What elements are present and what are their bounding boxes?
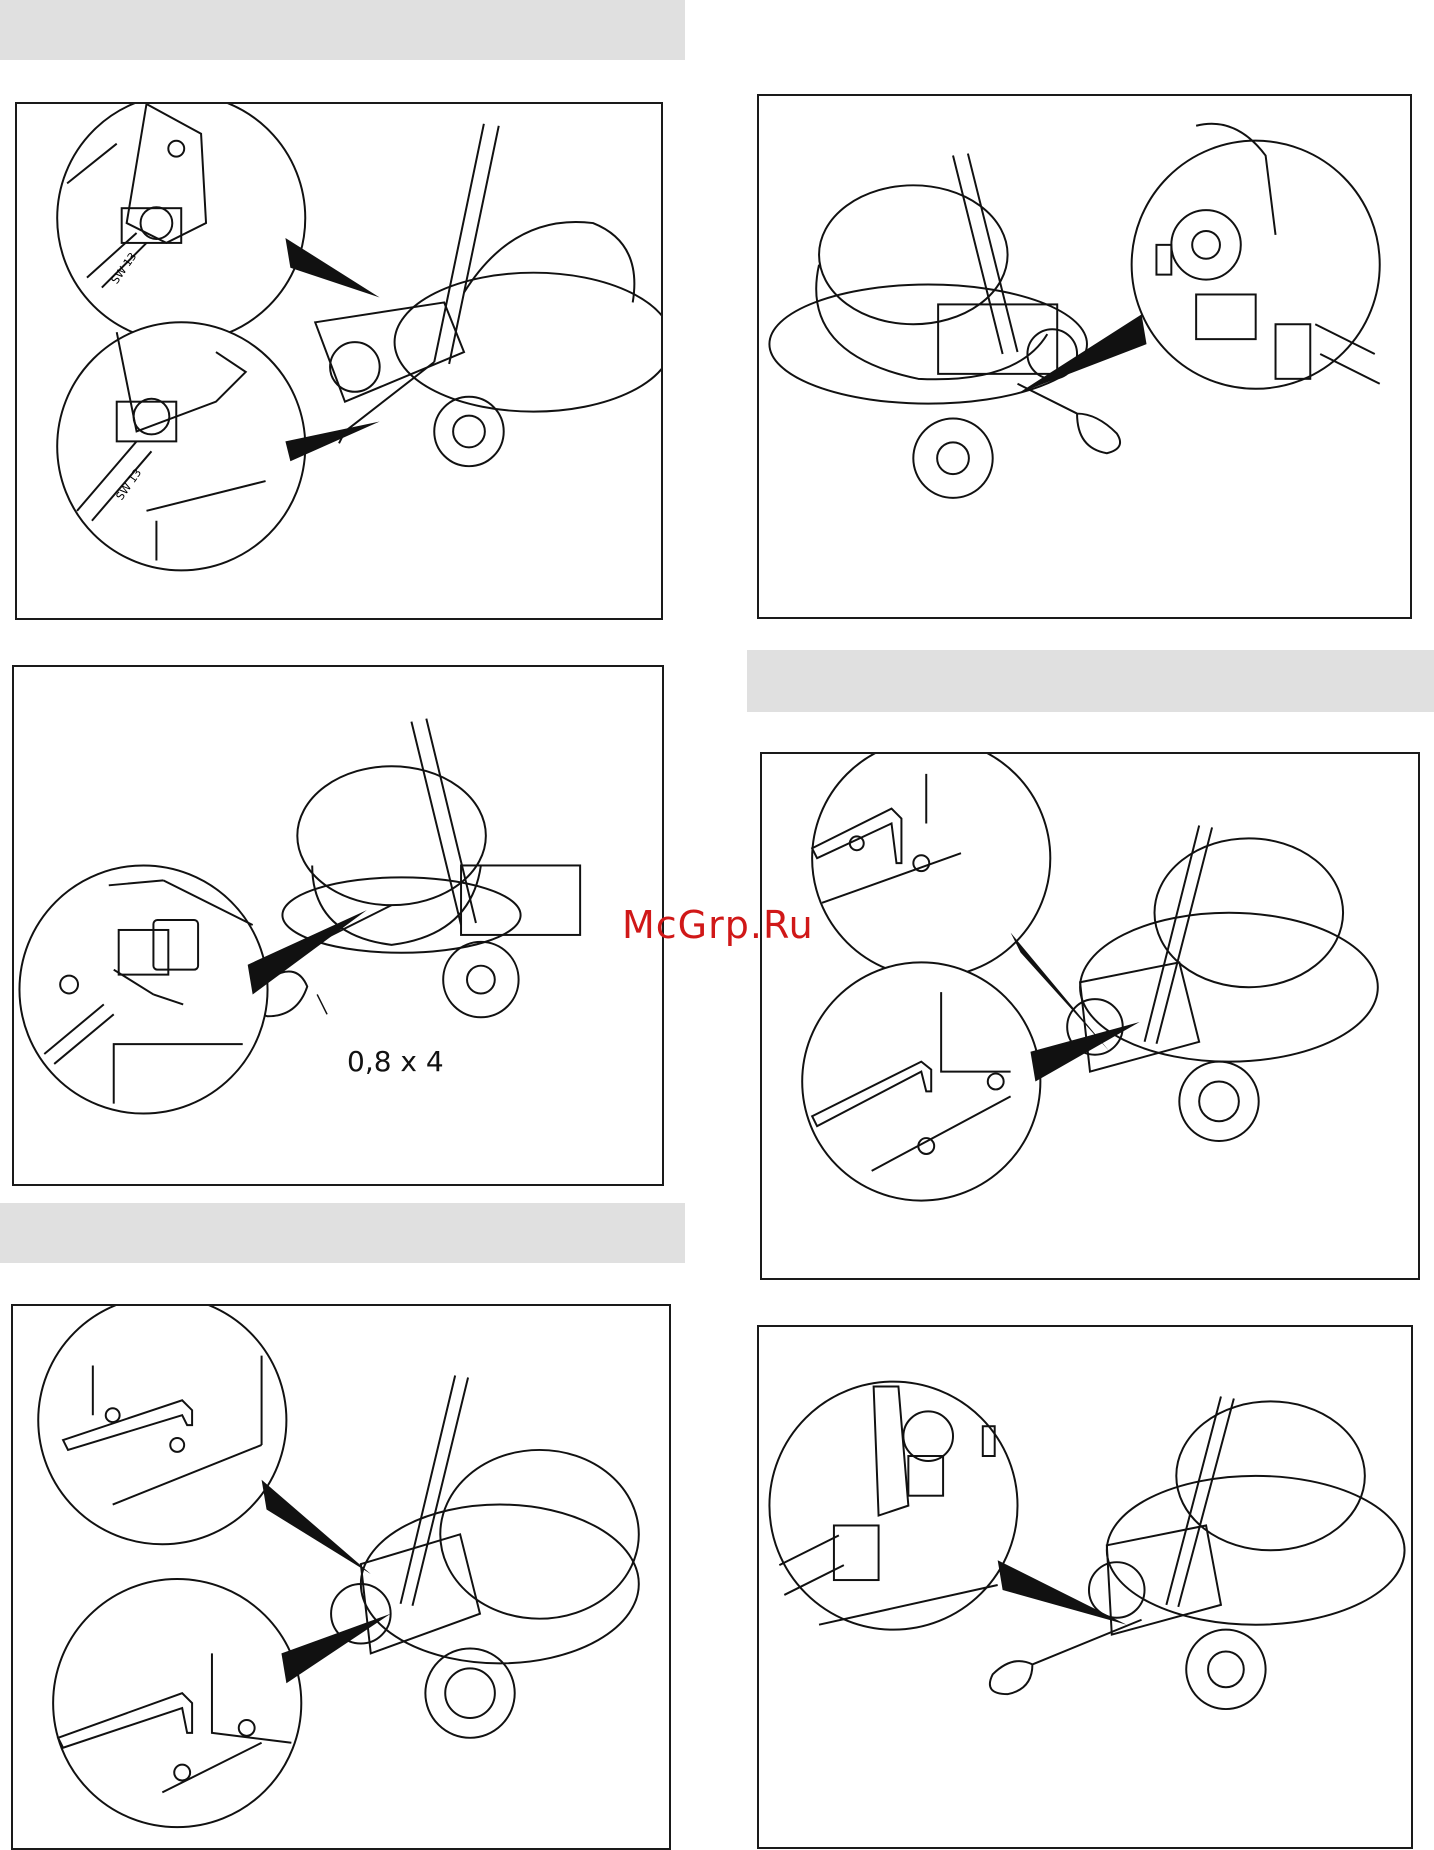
header-bar-mid-right: [747, 650, 1434, 712]
detail-circle-hexkey-upper: [38, 1306, 371, 1574]
floor-machine-illustration: [13, 1306, 669, 1848]
screwdriver-icon: [1018, 384, 1121, 453]
figure-wrench-sw13: SW 13 SW 13: [15, 102, 663, 620]
floor-machine-illustration: SW 13 SW 13: [17, 104, 661, 618]
detail-circle-connector: [19, 865, 366, 1113]
screwdriver-size-label: 0,8 x 4: [347, 1045, 444, 1078]
floor-machine-illustration: [759, 1327, 1411, 1847]
detail-circle-motor: [1018, 124, 1380, 394]
floor-machine-illustration: [14, 667, 662, 1184]
detail-circle-hexkey-right-lower: [802, 962, 1139, 1200]
header-bar-bottom-left: [0, 1203, 685, 1263]
floor-machine-illustration: [759, 96, 1410, 617]
detail-circle-switch: [769, 1382, 1126, 1630]
figure-hex-key-left: [11, 1304, 671, 1850]
figure-screwdriver: 0,8 x 4: [12, 665, 664, 1186]
watermark-text: McGrp.Ru: [622, 903, 814, 947]
screwdriver-icon: [990, 1620, 1142, 1694]
header-bar-top-left: [0, 0, 685, 60]
detail-circle-upper: SW 13: [57, 104, 379, 342]
figure-hex-key-right: [760, 752, 1420, 1280]
floor-machine-illustration: [762, 754, 1418, 1278]
figure-screwdriver-right: [757, 94, 1412, 619]
detail-circle-hexkey-lower: [53, 1579, 391, 1827]
figure-screwdriver-bottom-right: [757, 1325, 1413, 1849]
